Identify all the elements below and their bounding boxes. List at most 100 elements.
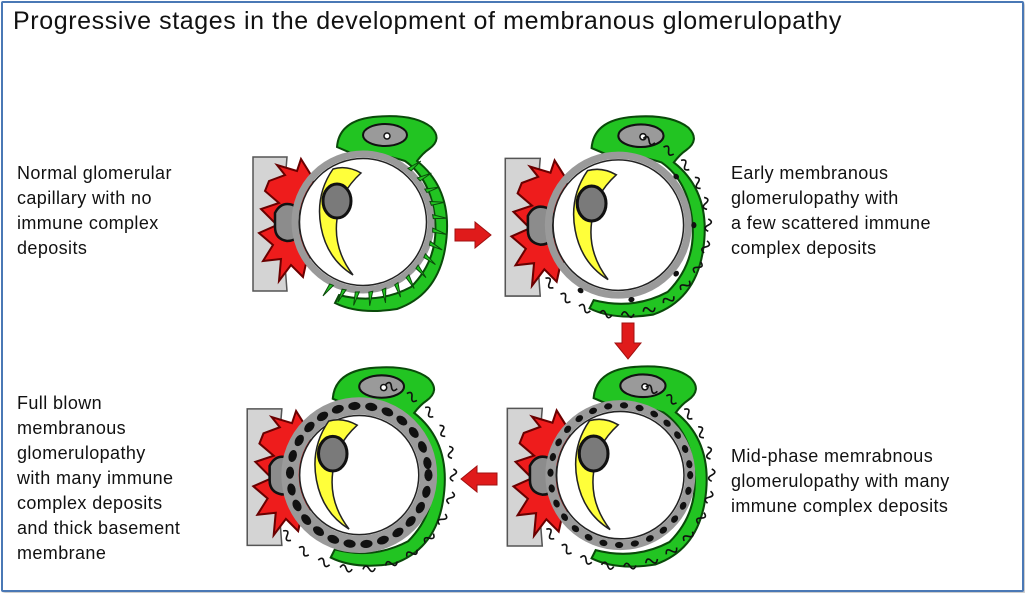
immune-deposit [650,410,659,418]
immune-deposit [287,483,296,496]
immune-deposit [547,468,554,477]
immune-deposit [376,535,389,545]
effaced-foot-process [702,196,709,211]
immune-deposit [348,401,361,411]
effaced-foot-process [423,533,435,543]
nucleolus [383,132,391,140]
immune-deposit [686,460,693,469]
arrow-down-icon [614,322,642,360]
foot-process [353,291,361,306]
podocyte [588,115,706,318]
foot-process [432,227,447,235]
capillary-lumen [552,159,685,292]
effaced-foot-process [406,391,418,403]
capillary-mid [506,365,716,570]
endothelial-nucleus [321,182,353,220]
effaced-foot-process [682,531,694,542]
effaced-foot-process [698,425,704,439]
immune-deposit [548,484,555,493]
endothelial-nucleus [316,434,349,473]
effaced-foot-process [705,446,713,460]
effaced-foot-process [578,303,591,314]
immune-deposit [417,441,427,453]
effaced-foot-process [704,218,713,233]
effaced-foot-process [701,240,711,254]
nucleolus [641,382,649,391]
endothelial-nucleus [577,434,610,473]
foot-process [415,264,427,278]
immune-deposit [681,444,689,453]
immune-deposit [415,501,425,514]
immune-deposit [424,468,433,482]
immune-deposit [331,404,344,414]
effaced-foot-process [424,406,434,418]
effaced-foot-process [439,424,446,438]
immune-deposit [645,535,654,542]
immune-deposit [304,421,315,433]
immune-deposit [571,525,580,533]
immune-deposit [691,222,697,229]
arrow-right-icon [454,221,492,249]
immune-deposit [673,270,679,277]
effaced-foot-process [600,561,615,570]
immune-deposit [313,526,325,536]
immune-deposit [673,173,679,180]
immune-deposit [584,534,593,541]
effaced-foot-process [692,261,703,274]
effaced-foot-process [662,296,675,304]
effaced-foot-process [704,490,714,504]
foot-process [416,172,432,182]
foot-process [407,160,422,172]
caption-early: Early membranous glomerulopathy with a f… [731,163,931,258]
foot-process [429,200,445,206]
immune-deposit [327,534,340,544]
immune-deposit [408,427,419,438]
immune-deposit [392,527,404,538]
basement-membrane [291,150,435,294]
effaced-foot-process [599,309,613,319]
effaced-foot-process [644,558,659,564]
effaced-foot-process [339,564,353,573]
effaced-foot-process [695,512,707,524]
capillary-lumen [298,157,428,287]
immune-deposit [630,540,639,547]
effaced-foot-process [622,562,637,570]
immune-deposit [301,514,312,525]
effaced-foot-process [683,408,693,420]
immune-deposit [396,415,408,426]
immune-deposit [575,415,584,423]
arrow-left-icon [460,465,498,493]
caption-full: Full blown membranous glomerulopathy wit… [17,393,181,563]
immune-deposit [561,513,569,521]
effaced-foot-process [546,528,555,540]
immune-deposit [555,438,562,447]
endothelial-nucleus [575,184,608,223]
effaced-foot-process [437,513,448,526]
immune-deposit [635,404,644,412]
immune-deposit [294,434,304,447]
immune-deposit [549,453,557,462]
effaced-foot-process [449,468,458,482]
foot-process [368,290,374,306]
effaced-foot-process [560,292,571,304]
immune-deposit [671,515,679,523]
immune-deposit [360,539,373,549]
immune-deposit [423,457,432,470]
effaced-foot-process [579,554,593,565]
immune-deposit [614,541,624,549]
foot-process [428,240,443,251]
diagram-title: Progressive stages in the development of… [13,7,842,35]
immune-deposit [285,466,295,479]
foot-process [322,283,335,297]
capillary-full [246,366,458,573]
immune-deposit [685,486,692,495]
effaced-foot-process [298,545,310,557]
capillary-early [504,115,713,319]
immune-deposit [292,499,302,512]
immune-deposit [679,501,687,510]
foot-process [381,287,387,304]
effaced-foot-process [665,547,678,555]
foot-process [431,214,448,220]
foot-process [405,273,415,289]
